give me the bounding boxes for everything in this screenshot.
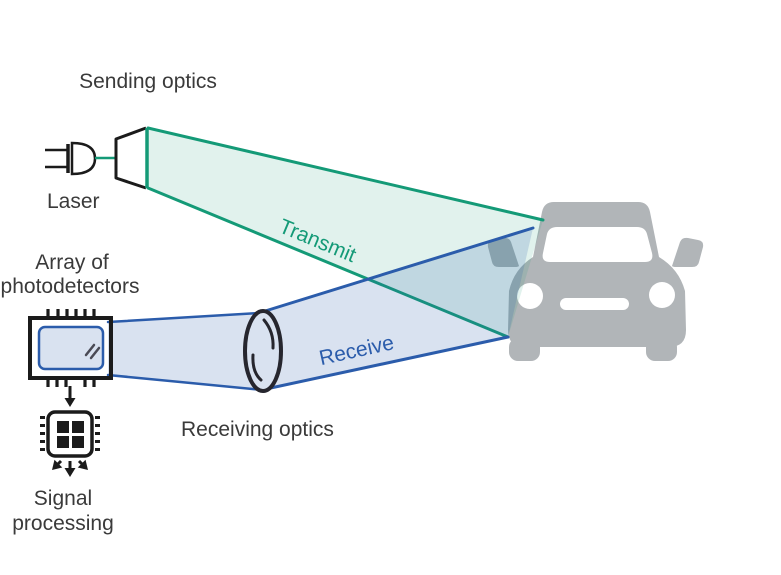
- receive-beam-top-edge-inner: [106, 311, 262, 324]
- receive-beam-car-to-lens: [262, 228, 533, 389]
- car-mirror-left: [487, 237, 519, 267]
- car-headlight-right: [649, 282, 675, 308]
- car-grille: [560, 298, 629, 310]
- sending-optics-prism-icon: [114, 126, 149, 190]
- processor-core: [57, 421, 84, 448]
- transmit-beam-top-edge: [146, 126, 545, 222]
- car-mirror-right: [672, 237, 704, 267]
- processor-output-arrows-icon: [52, 459, 88, 477]
- photodetector-sensor-window: [37, 325, 105, 371]
- signal-processor-icon: [40, 410, 100, 477]
- transmit-beam: [148, 128, 543, 337]
- photodetector-array-icon: [28, 309, 113, 387]
- photodetector-chip-outline: [28, 316, 113, 380]
- car-headlight-left: [517, 283, 543, 309]
- lens-highlight-bottom: [251, 353, 263, 382]
- receiving-optics-label: Receiving optics: [181, 418, 334, 441]
- processor-pins-right: [95, 416, 100, 451]
- array-label-line1: Array of: [35, 251, 109, 274]
- sensor-glint-icon: [84, 343, 101, 360]
- processor-outline: [46, 410, 94, 458]
- car-windshield: [542, 227, 653, 262]
- prism-body: [116, 128, 146, 188]
- transmit-beam-edges: [146, 126, 545, 339]
- prism-outline: [114, 126, 147, 190]
- array-label-line2: photodetectors: [1, 275, 140, 298]
- laser-diode-icon: [45, 141, 116, 176]
- receive-beam-lens-to-detector: [108, 313, 263, 390]
- photodetector-pins-top: [46, 309, 96, 317]
- receive-beam-top-edge: [260, 226, 535, 314]
- sending-optics-label: Sending optics: [79, 70, 217, 93]
- signal-label-line1: Signal: [34, 487, 92, 510]
- receive-beam-edges: [106, 226, 535, 392]
- lens-body: [243, 309, 283, 393]
- transmit-beam-bottom-edge: [146, 186, 510, 339]
- receiving-lens-icon: [243, 309, 283, 393]
- receive-beam-bottom-edge: [264, 335, 510, 391]
- car-silhouette: [487, 202, 704, 361]
- laser-label: Laser: [47, 190, 100, 213]
- laser-diode-body: [70, 141, 97, 176]
- processor-pins-left: [40, 416, 45, 451]
- signal-label-line2: processing: [12, 512, 114, 535]
- lens-highlight-top: [262, 318, 275, 350]
- photodetector-pins-bottom: [46, 379, 96, 387]
- receive-beam-bottom-edge-inner: [106, 373, 265, 392]
- flow-arrow-down-icon: [64, 386, 76, 407]
